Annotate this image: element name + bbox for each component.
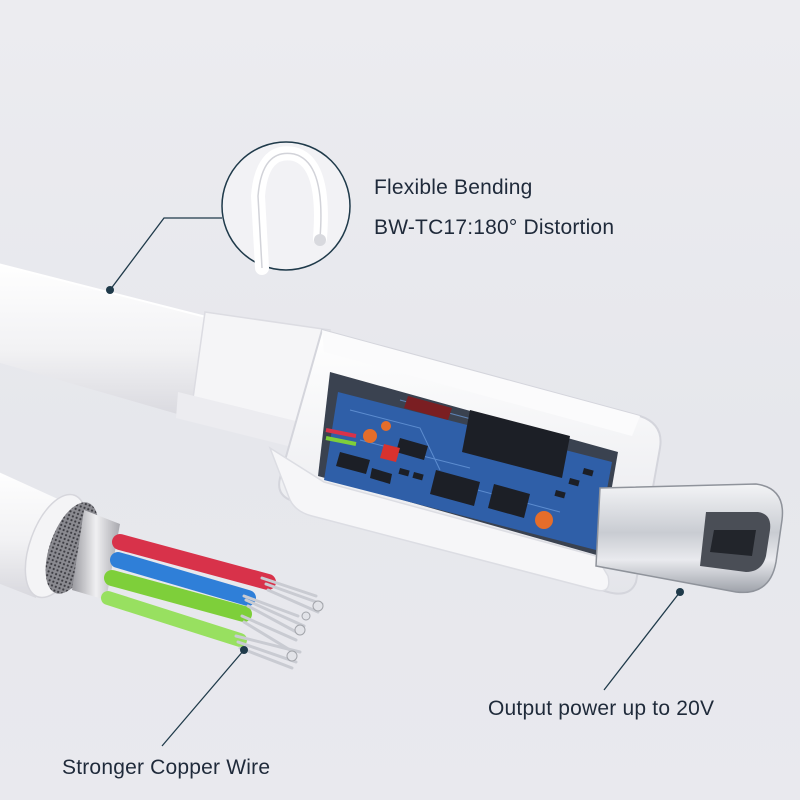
flexible-bending-title: Flexible Bending — [374, 176, 533, 199]
leader-lines — [109, 217, 681, 747]
leader-dot-output — [676, 588, 684, 596]
inner-wire-ends — [325, 428, 357, 446]
lower-cable — [0, 472, 324, 670]
circuit-board — [324, 392, 612, 550]
copper-wire-label: Stronger Copper Wire — [62, 756, 271, 779]
leader-dot-copper — [240, 646, 248, 654]
colored-wires — [101, 534, 276, 647]
copper-strands — [234, 576, 324, 670]
leader-dot-bending — [106, 286, 114, 294]
pcb-chips — [336, 396, 594, 529]
upper-cable — [0, 263, 331, 449]
usb-c-plug — [595, 483, 784, 594]
bent-cable-circle-icon — [221, 141, 351, 275]
flexible-bending-subtitle: BW-TC17:180° Distortion — [374, 216, 615, 239]
connector-housing — [268, 328, 662, 595]
output-power-label: Output power up to 20V — [488, 697, 715, 720]
